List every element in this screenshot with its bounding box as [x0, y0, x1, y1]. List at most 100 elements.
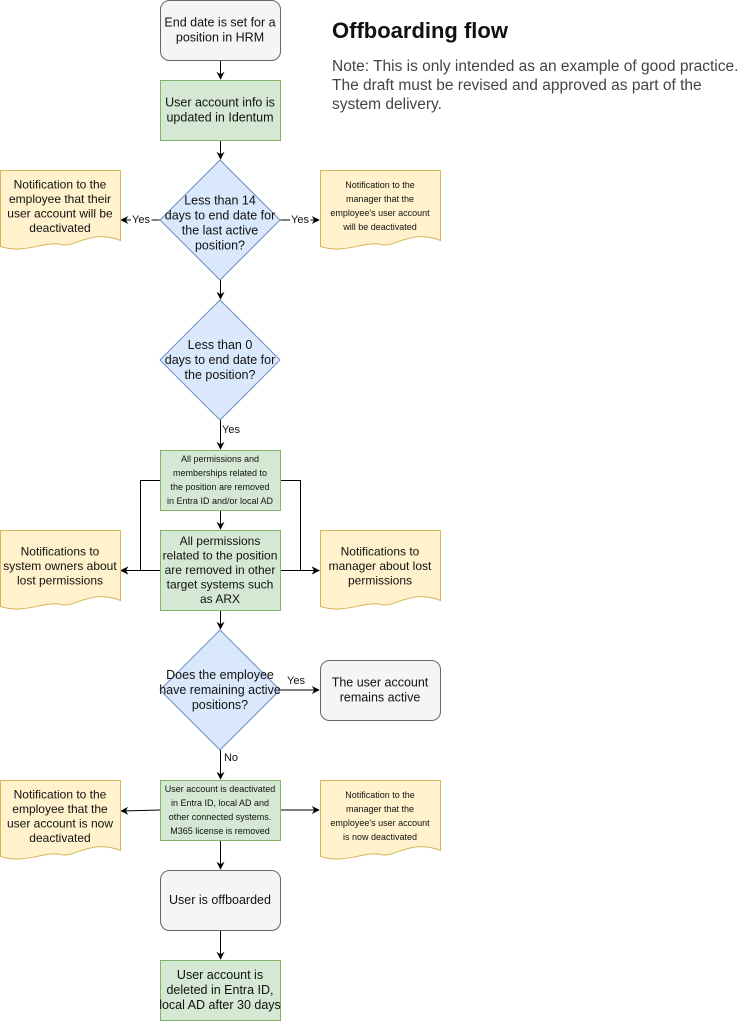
- document-shape: [320, 170, 441, 250]
- edge-label-yes-right: Yes: [291, 214, 309, 226]
- node-offboarded: User is offboarded: [160, 870, 281, 931]
- edge-label-background: [290, 214, 311, 226]
- node-label-line: positions?: [192, 698, 248, 712]
- node-label-line: as ARX: [200, 592, 240, 606]
- edge-label-yes-left: Yes: [132, 214, 150, 226]
- node-label-line: User is offboarded: [169, 893, 271, 907]
- node-label-line: deactivated: [29, 831, 90, 845]
- node-label-line: M365 license is removed: [170, 826, 270, 836]
- node-shape: [160, 780, 281, 841]
- node-label-line: Notification to the: [345, 180, 415, 190]
- node-label-line: User account is: [177, 968, 263, 982]
- node-label-line: have remaining active: [159, 683, 281, 697]
- node-shape: [160, 530, 281, 611]
- node-label-line: All permissions and: [181, 454, 259, 464]
- node-label-line: employee that their: [9, 192, 111, 206]
- page-title: Offboarding flow: [332, 18, 508, 43]
- decision-shape: [159, 299, 281, 421]
- node-label-line: employee's user account: [330, 818, 430, 828]
- node-label-line: remains active: [340, 691, 421, 705]
- node-label-line: End date is set for a: [164, 16, 275, 30]
- edges-layer: [120, 61, 320, 960]
- node-label-line: updated in Identum: [166, 111, 273, 125]
- page-note: Note: This is only intended as an exampl…: [332, 58, 739, 113]
- node-label-line: User account info is: [165, 96, 275, 110]
- node-label-line: other connected systems.: [169, 812, 272, 822]
- document-shape: [0, 780, 121, 860]
- node-label-line: the position are removed: [170, 482, 269, 492]
- node-label-line: are removed in other: [165, 563, 276, 577]
- decision-shape: [159, 159, 281, 281]
- node-label-line: days to end date for: [165, 209, 276, 223]
- node-label-line: memberships related to: [173, 468, 267, 478]
- node-shape: [160, 0, 281, 61]
- node-label-line: permissions: [348, 574, 412, 588]
- node-label-line: Notification to the: [14, 177, 107, 191]
- document-shape: [0, 170, 121, 250]
- edge-remove-entra-to-manager-perms: [280, 480, 320, 575]
- node-notify-manager-now: Notification to the manager that the emplo…: [320, 780, 441, 860]
- edge-deactivate-to-employee-notice: [120, 806, 161, 815]
- node-label-line: user account is now: [7, 816, 113, 830]
- node-label-line: manager that the: [346, 804, 414, 814]
- node-label-line: deleted in Entra ID,: [166, 983, 273, 997]
- node-label-line: the last active: [182, 224, 258, 238]
- document-shape: [0, 530, 121, 610]
- node-label-line: user account will be: [7, 206, 113, 220]
- node-label-line: manager about lost: [329, 559, 432, 573]
- node-label-line: employee's user account: [330, 208, 430, 218]
- node-label-line: lost permissions: [17, 574, 103, 588]
- node-label-line: position?: [195, 239, 245, 253]
- node-label-line: All permissions: [180, 534, 261, 548]
- node-label-line: local AD after 30 days: [159, 998, 281, 1012]
- node-label-line: Notification to the: [14, 787, 107, 801]
- node-label-line: related to the position: [163, 549, 278, 563]
- edge-label-yes-remaining: Yes: [287, 675, 305, 687]
- edge-label-background: [131, 214, 152, 226]
- node-label-line: the position?: [185, 368, 256, 382]
- edge-remove-entra-to-system-owners: [120, 480, 160, 575]
- node-notify-manager-deactivate: Notification to the manager that the emplo…: [320, 170, 441, 250]
- document-shape: [320, 530, 441, 610]
- node-label-line: manager that the: [346, 194, 414, 204]
- node-label-line: in Entra ID, local AD and: [171, 798, 269, 808]
- node-label-line: Notification to the: [345, 790, 415, 800]
- node-shape: [160, 870, 281, 931]
- decision-shape: [159, 629, 281, 751]
- node-label-line: deactivated: [29, 221, 90, 235]
- document-shape: [320, 780, 441, 860]
- node-shape: [160, 450, 281, 511]
- node-label-line: Notifications to: [21, 545, 100, 559]
- node-label-line: is now deactivated: [343, 832, 417, 842]
- node-label-line: employee that the: [12, 802, 108, 816]
- node-label-line: The user account: [332, 676, 429, 690]
- edge-label-yes-down: Yes: [222, 424, 240, 436]
- node-label-line: Less than 0: [188, 338, 253, 352]
- edge-label-no: No: [224, 752, 238, 764]
- node-label-line: Less than 14: [184, 194, 256, 208]
- node-label-line: target systems such: [167, 578, 274, 592]
- node-label-line: User account is deactivated: [165, 784, 276, 794]
- node-label-line: system owners about: [3, 559, 117, 573]
- node-label-line: days to end date for: [165, 353, 276, 367]
- node-shape: [160, 80, 281, 141]
- node-label-line: position in HRM: [176, 31, 264, 45]
- edge-label-background: [222, 752, 240, 764]
- edge-label-background: [221, 424, 242, 436]
- node-shape: [320, 660, 441, 721]
- node-label-line: Notifications to: [341, 545, 420, 559]
- node-deactivate-account: User account is deactivated in Entra ID, …: [160, 780, 281, 841]
